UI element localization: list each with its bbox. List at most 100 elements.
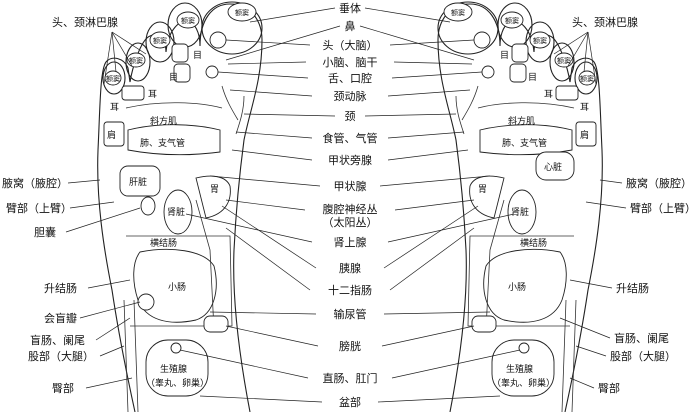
left-bladder (203, 315, 229, 333)
left-stomach-label: 胃 (210, 184, 219, 195)
label-celiac-1: 腹腔神经丛 (323, 202, 378, 216)
right-label-upper-arm: 臂部（上臂） (630, 201, 696, 215)
label-pituitary: 垂体 (339, 1, 361, 15)
right-eye-label-2: 目 (528, 72, 537, 83)
label-celiac-2: （太阳丛） (323, 216, 378, 229)
left-sinus-3 (149, 31, 171, 49)
label-ureter: 输尿管 (334, 307, 367, 321)
left-shoulder-box (103, 121, 125, 147)
right-sinus-label-2: 额窦 (505, 16, 519, 25)
right-sinus-2 (500, 11, 524, 29)
left-transverse-colon-label: 横结肠 (150, 237, 177, 249)
left-nose-circle (205, 65, 219, 79)
label-rectum: 直肠、肛门 (323, 371, 378, 385)
left-thigh-band (123, 299, 139, 413)
left-lung-region (127, 124, 221, 156)
label-pelvis: 盆部 (339, 395, 361, 409)
right-neck-lines (455, 85, 479, 135)
left-ear-box (121, 85, 145, 101)
left-liver-label: 肝脏 (129, 176, 147, 188)
left-eye-box (171, 43, 189, 63)
left-sinus-label-1: 额窦 (235, 8, 249, 17)
right-ear-box (555, 85, 579, 101)
right-label-armpit: 腋窝（腋腔） (626, 176, 692, 190)
left-ear-label: 耳 (148, 89, 157, 100)
left-reproductive (145, 339, 209, 397)
left-trapezius-line (125, 102, 223, 109)
left-neck-lines (221, 85, 245, 135)
label-neck: 颈 (345, 110, 356, 123)
right-rectum-dot (518, 342, 530, 354)
label-tongue-mouth: 舌、口腔 (328, 71, 372, 85)
left-small-intestine (133, 248, 217, 323)
left-label-upper-arm: 臂部（上臂） (6, 201, 72, 215)
left-foot-outline (97, 3, 263, 413)
right-brain-circle (473, 31, 491, 49)
right-eye-box (511, 43, 529, 63)
right-eye-box-2 (509, 63, 527, 83)
left-shoulder-label: 肩 (107, 129, 116, 141)
left-label-head-lymph: 头、颈淋巴腺 (52, 15, 118, 29)
right-trapezius-line (477, 102, 575, 109)
left-sinus-label-5: 额窦 (106, 74, 120, 83)
left-toe-3 (145, 21, 175, 63)
right-foot: 额窦 额窦 额窦 额窦 额窦 目 目 耳 耳 肩 斜方肌 肺、支气管 心脏 胃 … (437, 1, 603, 413)
right-shoulder-box (575, 121, 597, 147)
right-transverse-colon-label: 横结肠 (520, 237, 547, 249)
right-toe-4 (549, 42, 575, 82)
right-labels: 头、颈淋巴腺 腋窝（腋腔） 臂部（上臂） 升结肠 盲肠、阑尾 股部（大腿） 臀部 (572, 15, 696, 395)
left-foot: 额窦 额窦 额窦 额窦 额窦 目 目 耳 耳 肩 斜方肌 肺、支气管 肝脏 胃 (97, 1, 263, 413)
left-ear-label-2: 耳 (110, 102, 119, 113)
right-sinus-label-1: 额窦 (451, 8, 465, 17)
left-kidney-label: 肾脏 (167, 206, 185, 218)
right-ear-label: 耳 (544, 89, 553, 100)
center-labels: 垂体 鼻 头（大脑） 小脑、脑干 舌、口腔 颈动脉 颈 食管、气管 甲状旁腺 甲… (323, 1, 378, 409)
left-label-thigh: 股部（大腿） (28, 349, 94, 363)
right-label-head-lymph: 头、颈淋巴腺 (572, 15, 638, 29)
right-shoulder-label: 肩 (580, 129, 589, 141)
left-gallbladder (140, 196, 156, 216)
left-sinus-4 (126, 52, 146, 68)
label-esophagus: 食管、气管 (323, 131, 378, 145)
left-rectum-dot (170, 342, 182, 354)
left-eye-box-2 (173, 63, 191, 83)
label-thyroid: 甲状腺 (334, 179, 367, 193)
left-lung-label: 肺、支气管 (140, 137, 185, 149)
left-label-cecum: 盲肠、阑尾 (30, 333, 85, 347)
right-sinus-1 (443, 2, 473, 22)
label-carotid: 颈动脉 (334, 89, 367, 103)
right-sinus-4 (554, 52, 574, 68)
right-sinus-3 (529, 31, 551, 49)
right-reproductive-label-2: （睾丸、卵巢） (492, 377, 555, 389)
left-kidney (163, 189, 193, 235)
right-ear-label-2: 耳 (580, 102, 589, 113)
right-reproductive-label-1: 生殖腺 (506, 363, 533, 375)
left-reproductive-label-1: 生殖腺 (160, 363, 187, 375)
right-toe-3 (525, 21, 555, 63)
left-small-intestine-label: 小肠 (168, 282, 186, 293)
right-label-cecum: 盲肠、阑尾 (614, 331, 669, 345)
left-eye-label: 目 (193, 50, 202, 61)
right-small-intestine (483, 248, 567, 323)
right-kidney-label: 肾脏 (511, 206, 529, 218)
right-heart-label: 心脏 (544, 161, 562, 173)
right-ureter (485, 199, 505, 331)
right-label-hip: 臀部 (598, 381, 620, 395)
right-kidney (507, 189, 537, 235)
side-leader-lines (65, 31, 627, 389)
left-labels: 头、颈淋巴腺 腋窝（腋腔） 臂部（上臂） 胆囊 升结肠 会盲瓣 盲肠、阑尾 股部… (2, 15, 118, 395)
right-small-intestine-label: 小肠 (508, 282, 526, 293)
left-sinus-2 (176, 11, 200, 29)
right-sinus-label-5: 额窦 (580, 74, 594, 83)
right-eye-label: 目 (500, 50, 509, 61)
right-reproductive (491, 339, 555, 397)
left-label-ascending-colon: 升结肠 (44, 282, 77, 295)
right-sinus-label-3: 额窦 (533, 36, 547, 45)
left-ileocecal (137, 293, 155, 311)
left-brain-circle (209, 31, 227, 49)
left-stomach (195, 175, 231, 219)
label-cerebellum: 小脑、脑干 (323, 56, 378, 69)
left-sinus-label-4: 额窦 (129, 56, 143, 65)
label-parathyroid: 甲状旁腺 (328, 153, 372, 167)
